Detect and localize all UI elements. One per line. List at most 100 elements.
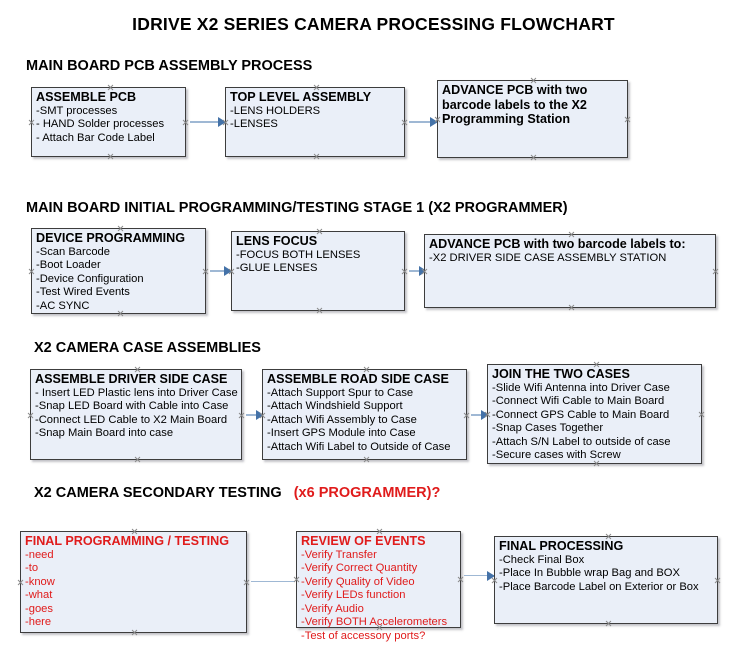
box-lines: -Verify Transfer -Verify Correct Quantit… xyxy=(301,549,457,644)
list-item: -SMT processes xyxy=(36,104,118,117)
connector-pcb-to-top-level xyxy=(190,121,222,123)
section-heading-pcb-assembly: MAIN BOARD PCB ASSEMBLY PROCESS xyxy=(26,58,313,74)
box-heading: ASSEMBLE PCB xyxy=(36,90,137,104)
connection-handle-bottom[interactable] xyxy=(568,304,575,311)
box-heading: REVIEW OF EVENTS xyxy=(301,534,426,548)
box-lens-focus[interactable]: LENS FOCUS -FOCUS BOTH LENSES -GLUE LENS… xyxy=(231,231,405,311)
page-title: IDRIVE X2 SERIES CAMERA PROCESSING FLOWC… xyxy=(132,14,615,34)
connection-handle-bottom[interactable] xyxy=(313,153,320,160)
list-item: -need xyxy=(25,548,54,561)
connection-handle-left[interactable] xyxy=(17,579,24,586)
list-item: -to xyxy=(25,562,39,575)
box-heading: TOP LEVEL ASSEMBLY xyxy=(230,90,372,104)
box-lines: -X2 DRIVER SIDE CASE ASSEMBLY STATION xyxy=(429,252,712,266)
section-heading-initial-programming: MAIN BOARD INITIAL PROGRAMMING/TESTING S… xyxy=(26,200,568,216)
arrowhead-icon xyxy=(430,117,438,127)
box-advance-pcb-driver-side[interactable]: ADVANCE PCB with two barcode labels to: … xyxy=(424,234,716,308)
list-item: -Connect GPS Cable to Main Board xyxy=(492,408,670,421)
list-item: -X2 DRIVER SIDE CASE ASSEMBLY STATION xyxy=(429,251,667,264)
box-lines: -Check Final Box -Place In Bubble wrap B… xyxy=(499,554,714,595)
list-item: -what xyxy=(25,589,53,602)
box-heading: JOIN THE TWO CASES xyxy=(492,367,630,381)
connection-handle-bottom[interactable] xyxy=(316,307,323,314)
box-lines: -FOCUS BOTH LENSES -GLUE LENSES xyxy=(236,249,401,276)
connection-handle-right[interactable] xyxy=(624,116,631,123)
box-heading: ASSEMBLE DRIVER SIDE CASE xyxy=(35,372,228,386)
box-review-of-events[interactable]: REVIEW OF EVENTS -Verify Transfer -Verif… xyxy=(296,531,464,642)
connection-handle-right[interactable] xyxy=(401,119,408,126)
list-item: -Attach Wifi Label to Outside of Case xyxy=(267,440,451,453)
box-device-programming[interactable]: DEVICE PROGRAMMING -Scan Barcode -Boot L… xyxy=(31,228,206,314)
arrowhead-icon xyxy=(218,117,226,127)
arrowhead-icon xyxy=(487,571,495,581)
box-heading: ADVANCE PCB with two barcode labels to t… xyxy=(442,83,588,126)
list-item: -Test Wired Events xyxy=(36,286,130,299)
arrowhead-icon xyxy=(224,266,232,276)
list-item: -LENS HOLDERS xyxy=(230,104,321,117)
list-item: -LENSES xyxy=(230,118,278,131)
box-heading: LENS FOCUS xyxy=(236,234,318,248)
list-item: -Boot Loader xyxy=(36,259,101,272)
list-item: -Snap Cases Together xyxy=(492,422,604,435)
box-join-two-cases[interactable]: JOIN THE TWO CASES -Slide Wifi Antenna i… xyxy=(487,364,702,464)
box-assemble-driver-side-case[interactable]: ASSEMBLE DRIVER SIDE CASE - Insert LED P… xyxy=(30,369,242,460)
section-heading-secondary-testing: X2 CAMERA SECONDARY TESTING (x6 PROGRAMM… xyxy=(34,485,440,501)
box-assemble-pcb[interactable]: ASSEMBLE PCB -SMT processes - HAND Solde… xyxy=(31,87,186,157)
connector-review-to-final-processing xyxy=(464,575,494,577)
list-item: -know xyxy=(25,575,55,588)
connection-handle-right[interactable] xyxy=(401,268,408,275)
box-lines: -Slide Wifi Antenna into Driver Case -Co… xyxy=(492,382,698,464)
box-assemble-road-side-case[interactable]: ASSEMBLE ROAD SIDE CASE -Attach Support … xyxy=(262,369,467,460)
box-top-level-assembly[interactable]: TOP LEVEL ASSEMBLY -LENS HOLDERS -LENSES xyxy=(225,87,405,157)
list-item-overflow: -Test of accessory ports? xyxy=(301,630,426,643)
box-heading: ADVANCE PCB with two barcode labels to: xyxy=(429,237,686,251)
connection-handle-left[interactable] xyxy=(27,412,34,419)
list-item: -Attach S/N Label to outside of case xyxy=(492,435,671,448)
list-item: -Verify Transfer xyxy=(301,548,377,561)
list-item: -Verify Audio xyxy=(301,602,364,615)
connection-handle-left[interactable] xyxy=(28,268,35,275)
box-advance-pcb-programming-station[interactable]: ADVANCE PCB with two barcode labels to t… xyxy=(437,80,628,158)
list-item: -Device Configuration xyxy=(36,272,144,285)
connection-handle-bottom[interactable] xyxy=(530,154,537,161)
box-lines: -Scan Barcode -Boot Loader -Device Confi… xyxy=(36,246,202,314)
list-item: -Verify BOTH Accelerometers xyxy=(301,616,448,629)
connection-handle-bottom[interactable] xyxy=(363,456,370,463)
arrowhead-icon xyxy=(481,410,489,420)
section-heading-red-note: (x6 PROGRAMMER)? xyxy=(293,485,441,501)
list-item: -Attach Windshield Support xyxy=(267,400,403,413)
connection-handle-right[interactable] xyxy=(698,411,705,418)
connection-handle-right[interactable] xyxy=(712,268,719,275)
connection-handle-right[interactable] xyxy=(202,268,209,275)
list-item: -goes xyxy=(25,602,53,615)
connection-handle-left[interactable] xyxy=(28,119,35,126)
list-item: -Attach Wifi Assembly to Case xyxy=(267,413,417,426)
box-heading: FINAL PROCESSING xyxy=(499,539,624,553)
connector-top-level-to-advance xyxy=(409,121,434,123)
connector-road-case-to-join xyxy=(471,414,485,416)
connection-handle-right[interactable] xyxy=(714,577,721,584)
connection-handle-right[interactable] xyxy=(243,579,250,586)
box-lines: -Attach Support Spur to Case -Attach Win… xyxy=(267,387,463,455)
connection-handle-right[interactable] xyxy=(463,412,470,419)
list-item: -here xyxy=(25,616,52,629)
box-final-programming-testing[interactable]: FINAL PROGRAMMING / TESTING -need -to -k… xyxy=(20,531,247,633)
list-item: -AC SYNC xyxy=(36,299,90,312)
connection-handle-bottom[interactable] xyxy=(134,456,141,463)
connection-handle-right[interactable] xyxy=(182,119,189,126)
connection-handle-right[interactable] xyxy=(457,576,464,583)
box-lines: -need -to -know -what -goes -here xyxy=(25,549,243,631)
connection-handle-right[interactable] xyxy=(238,412,245,419)
list-item: -Insert GPS Module into Case xyxy=(267,427,416,440)
list-item: -FOCUS BOTH LENSES xyxy=(236,248,361,261)
list-item: -Slide Wifi Antenna into Driver Case xyxy=(492,381,670,394)
box-lines: -LENS HOLDERS -LENSES xyxy=(230,105,401,132)
box-final-processing[interactable]: FINAL PROCESSING -Check Final Box -Place… xyxy=(494,536,718,624)
connection-handle-bottom[interactable] xyxy=(107,153,114,160)
list-item: -Place Barcode Label on Exterior or Box xyxy=(499,580,699,593)
arrowhead-icon xyxy=(419,266,427,276)
list-item: -Verify LEDs function xyxy=(301,589,406,602)
connection-handle-bottom[interactable] xyxy=(605,620,612,627)
list-item: -Connect Wifi Cable to Main Board xyxy=(492,395,665,408)
